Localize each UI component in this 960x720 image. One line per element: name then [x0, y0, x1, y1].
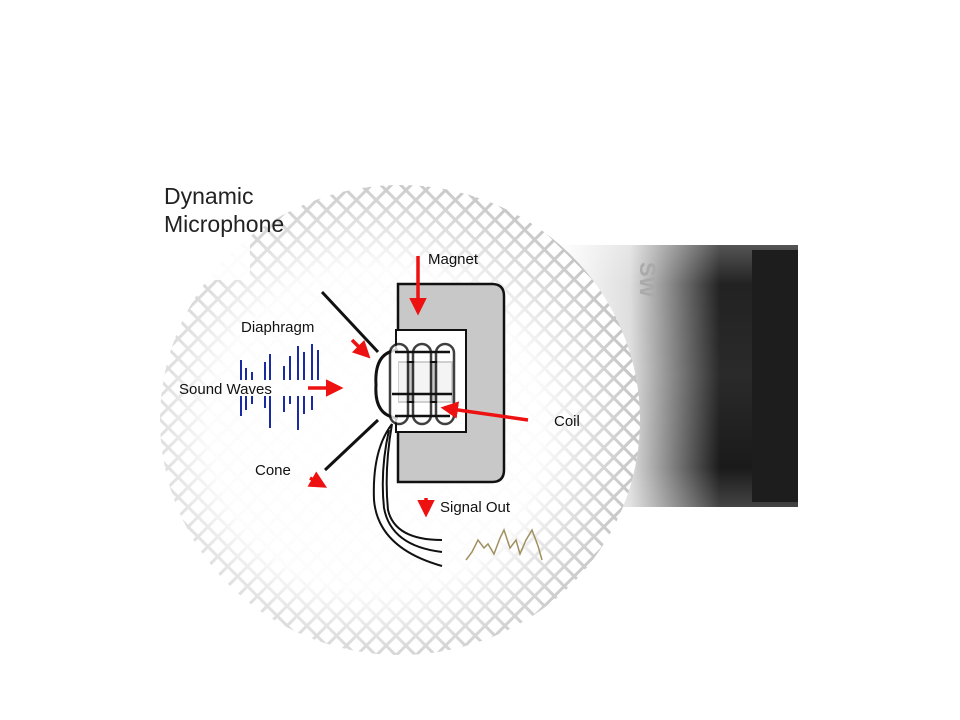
diaphragm-label: Diaphragm: [241, 319, 314, 336]
cone-label: Cone: [255, 462, 291, 479]
diagram-title-line2: Microphone: [164, 211, 284, 237]
signal-out-label: Signal Out: [440, 499, 511, 516]
signal-wires: [372, 423, 443, 567]
voice-coil: [388, 342, 456, 426]
pointer-arrows: [307, 256, 529, 518]
handle-brand-text: SW: [635, 262, 660, 298]
coil-arrow: [440, 401, 529, 422]
diaphragm-arrow: [350, 338, 371, 359]
sound-waves-label: Sound Waves: [179, 381, 272, 398]
diagram-title-line1: Dynamic: [164, 183, 253, 209]
sound-waves-graphic: [240, 344, 319, 430]
cone-arrow: [307, 471, 328, 488]
signal-waveform: [465, 528, 543, 561]
magnet-label: Magnet: [428, 251, 479, 268]
coil-label: Coil: [554, 413, 580, 430]
